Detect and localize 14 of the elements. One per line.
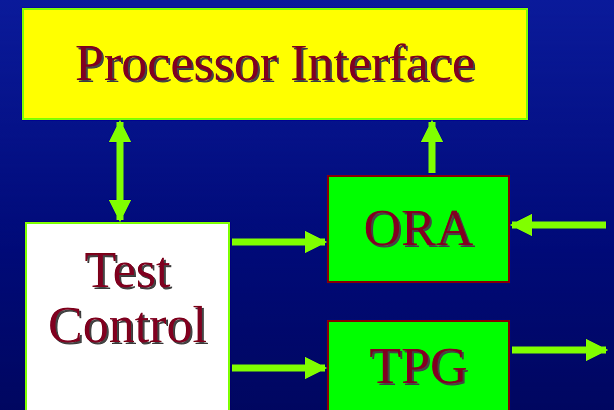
box-label: TPG	[369, 340, 468, 395]
process-box	[327, 320, 510, 410]
arrow	[510, 214, 606, 236]
arrow	[108, 120, 132, 222]
process-box	[25, 222, 230, 410]
box-label: ORA	[364, 202, 474, 256]
process-box	[327, 175, 510, 283]
process-box	[22, 8, 528, 120]
arrow	[512, 338, 608, 362]
arrow	[232, 230, 328, 254]
box-label: Test Control	[47, 244, 208, 354]
arrow	[232, 356, 328, 380]
arrow	[420, 120, 444, 173]
box-label: Processor Interface	[75, 36, 475, 92]
